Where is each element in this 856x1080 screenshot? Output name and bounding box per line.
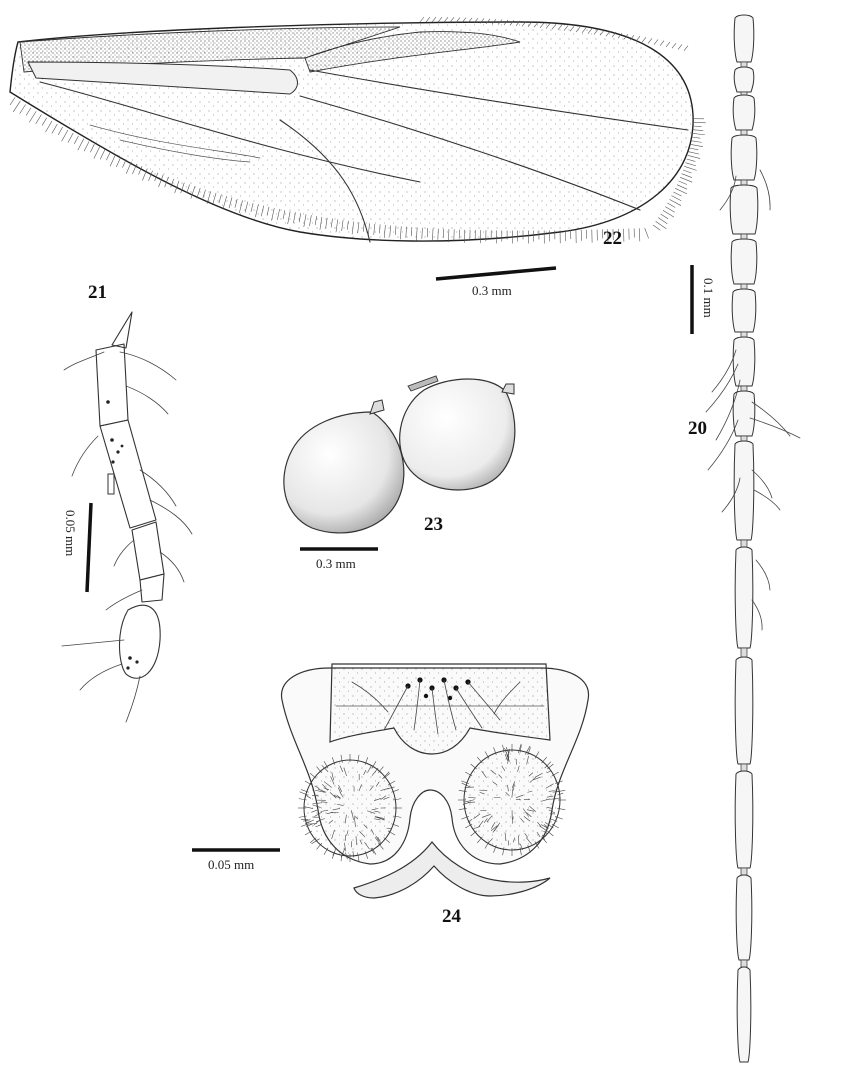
figure-24-scale-label: 0.05 mm <box>208 857 254 872</box>
antenna-joint <box>740 233 748 240</box>
antenna-flagellomere <box>732 94 756 131</box>
antenna-flagellomere <box>729 184 759 235</box>
figure-21-palp: 21 <box>61 282 193 723</box>
antenna-joint <box>740 331 748 338</box>
figure-22-wing: 22 0.3 mm <box>9 16 706 298</box>
palp-setae <box>61 351 193 723</box>
antenna-joint <box>740 867 748 876</box>
palp-tip <box>111 311 133 349</box>
antenna-joint <box>740 647 748 658</box>
palp-segment-5 <box>119 604 161 679</box>
wing-radial-cell <box>304 31 521 73</box>
antenna-joint <box>740 539 748 548</box>
antenna-joint <box>740 763 748 772</box>
antenna-flagellomere <box>735 874 753 961</box>
antenna-flagellomere <box>734 546 754 649</box>
antenna-seta <box>751 469 773 499</box>
terminalia-lower-sclerite <box>353 841 551 899</box>
palp-segment-3 <box>131 521 165 581</box>
antenna-flagellomere <box>730 238 758 285</box>
wing-vein-cu <box>39 81 421 183</box>
antenna-flagellomere <box>734 656 754 765</box>
antenna-seta <box>749 417 801 439</box>
antenna-flagellomere <box>734 770 754 869</box>
wing-vein-m1 <box>299 95 641 211</box>
spermatheca-right <box>399 378 516 491</box>
wing-basal-cell <box>27 61 298 95</box>
terminalia-lobe-hairs <box>298 743 566 862</box>
figure-20-number: 20 <box>688 418 707 439</box>
figure-24-number: 24 <box>442 906 462 927</box>
figure-23-scale-label: 0.3 mm <box>316 556 356 571</box>
figure-21-number: 21 <box>88 282 107 303</box>
antenna-joint <box>740 385 748 392</box>
antenna-flagellomere <box>733 14 755 63</box>
antenna-seta <box>759 169 771 211</box>
figure-22-scale-label: 0.3 mm <box>472 283 512 298</box>
wing-vein-r <box>309 69 689 131</box>
antenna-flagellomere <box>732 336 756 387</box>
antenna-seta <box>751 401 791 437</box>
figure-23-number: 23 <box>424 514 443 535</box>
figure-21-scale-bar <box>85 502 93 593</box>
figure-20-scale-label: 0.1 mm <box>701 278 716 318</box>
wing-vein-m2 <box>279 119 371 243</box>
antenna-seta <box>705 363 739 413</box>
terminalia-tergite <box>329 663 551 755</box>
spermatheca-duct-fragment <box>407 375 439 392</box>
antenna-joint <box>740 129 748 136</box>
figure-21-scale-label: 0.05 mm <box>63 510 78 556</box>
antenna-flagellomere <box>733 66 755 93</box>
antenna-joint <box>740 959 748 968</box>
antenna-flagellomere <box>736 966 752 1063</box>
figure-22-scale-bar <box>435 266 557 281</box>
antenna-seta <box>715 379 741 441</box>
antenna-joint <box>740 179 748 186</box>
palp-segment-4 <box>139 573 165 603</box>
terminalia-setae <box>351 679 521 735</box>
wing-fold <box>119 139 251 163</box>
antenna-seta <box>719 175 737 211</box>
spermatheca-left <box>283 411 405 534</box>
figure-24-terminalia: 24 0.05 mm <box>192 663 590 927</box>
antenna-flagellomere <box>730 134 758 181</box>
palp-sensory-organ <box>107 473 115 495</box>
antenna-flagellomere <box>731 288 757 333</box>
figure-23-spermathecae: 23 0.3 mm <box>283 375 516 571</box>
antenna-seta <box>755 559 771 591</box>
figure-22-number: 22 <box>603 228 622 249</box>
antenna-seta <box>711 349 737 393</box>
antenna-joint <box>740 283 748 290</box>
antenna-seta <box>753 489 781 511</box>
wing-vein-an <box>89 124 261 159</box>
wing-fringe <box>9 16 706 244</box>
spermatheca-right-neck <box>501 383 515 395</box>
figure-20-antenna: 20 0.1 mm <box>688 14 801 1063</box>
spermatheca-left-neck <box>369 399 385 415</box>
antenna-flagellomere <box>733 440 755 541</box>
antenna-flagellomere <box>732 390 756 437</box>
palp-segment-2 <box>99 419 157 529</box>
antenna-joint <box>740 435 748 442</box>
antenna-joint <box>740 61 748 68</box>
antenna-seta <box>751 599 763 631</box>
antenna-seta <box>707 419 739 471</box>
palp-sensory-pits <box>106 400 139 670</box>
antenna-seta <box>721 477 741 513</box>
palp-segment-1 <box>95 343 129 427</box>
